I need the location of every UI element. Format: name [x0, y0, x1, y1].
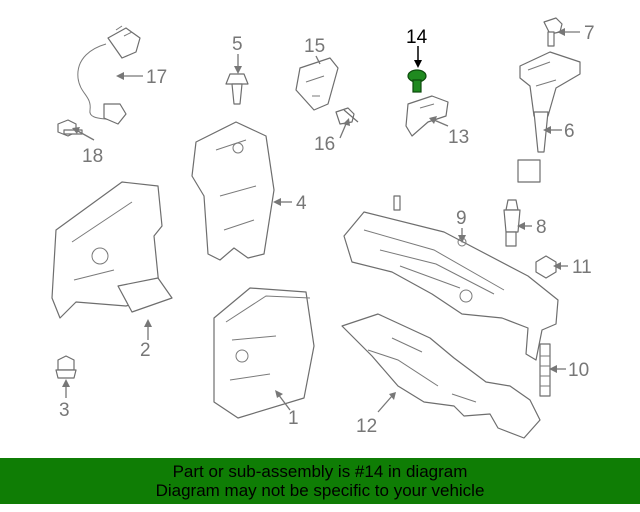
callout-11: 11 — [572, 257, 592, 278]
callout-12: 12 — [356, 416, 377, 437]
parts-diagram: 1 2 3 4 5 6 7 8 9 10 11 12 13 14 15 16 1… — [51, 17, 595, 439]
part-10-stud — [539, 343, 551, 397]
callout-13: 13 — [448, 127, 469, 148]
callout-15: 15 — [304, 36, 325, 57]
part-7-bolt — [543, 17, 563, 47]
part-12-lower-bracket — [341, 313, 541, 439]
banner-line-2: Diagram may not be specific to your vehi… — [155, 481, 485, 500]
part-16-bolt — [335, 107, 359, 125]
banner-line-1: Part or sub-assembly is #14 in diagram — [172, 462, 468, 481]
callout-16: 16 — [314, 134, 335, 155]
callout-3: 3 — [59, 400, 70, 421]
leader-lines — [62, 28, 580, 413]
callout-2: 2 — [140, 340, 151, 361]
part-15-sensor — [295, 57, 339, 111]
callout-8: 8 — [536, 217, 547, 238]
callout-6: 6 — [564, 121, 575, 142]
callout-1: 1 — [288, 408, 299, 429]
part-14-bolt — [407, 69, 427, 93]
part-17-harness — [77, 25, 141, 125]
info-banner: Part or sub-assembly is #14 in diagram D… — [0, 458, 640, 504]
callout-10: 10 — [568, 360, 589, 381]
callout-14: 14 — [406, 27, 428, 48]
part-1-ecu — [213, 287, 315, 419]
part-3-bolt — [55, 355, 77, 379]
part-8-spark-plug — [503, 199, 521, 247]
callout-7: 7 — [584, 23, 595, 44]
part-6-coil — [517, 51, 581, 183]
callout-labels: 1 2 3 4 5 6 7 8 9 10 11 12 13 14 15 16 1… — [59, 23, 595, 437]
part-9-carrier-bracket — [343, 195, 559, 361]
part-5-clip — [225, 73, 249, 105]
callout-18: 18 — [82, 146, 103, 167]
callout-17: 17 — [146, 67, 167, 88]
callout-9: 9 — [456, 208, 467, 229]
callout-5: 5 — [232, 34, 243, 55]
part-11-nut — [535, 255, 557, 279]
callout-4: 4 — [296, 193, 307, 214]
part-4-cover — [191, 121, 275, 261]
part-2-bracket — [51, 181, 173, 319]
part-13-sensor — [405, 95, 449, 137]
